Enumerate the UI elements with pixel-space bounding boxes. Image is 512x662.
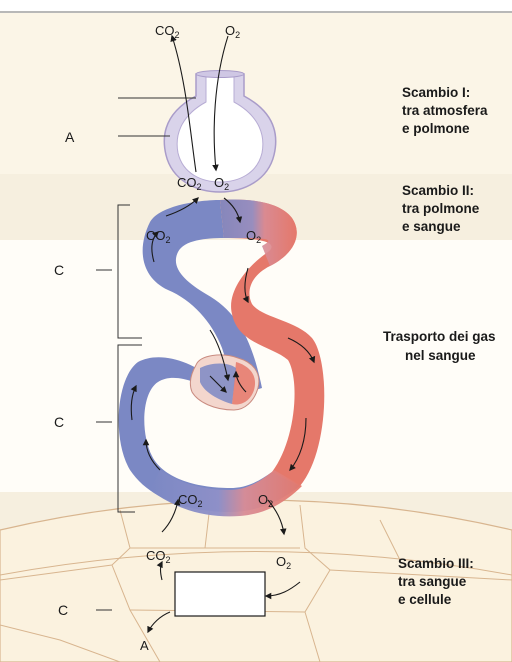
svg-text:Scambio I:: Scambio I:: [402, 85, 470, 100]
svg-text:Scambio III:: Scambio III:: [398, 556, 474, 571]
svg-text:Trasporto dei gas: Trasporto dei gas: [383, 329, 496, 344]
svg-text:tra polmone: tra polmone: [402, 201, 480, 216]
svg-text:e sangue: e sangue: [402, 219, 461, 234]
svg-text:nel sangue: nel sangue: [405, 348, 476, 363]
label-a-top: A: [65, 129, 75, 145]
top-margin: [0, 0, 512, 12]
label-a-bottom: A: [140, 638, 149, 653]
svg-text:tra atmosfera: tra atmosfera: [402, 103, 488, 118]
cell-box: [175, 572, 265, 616]
label-c-bottom: C: [58, 602, 68, 618]
label-c-upper: C: [54, 262, 64, 278]
svg-text:e polmone: e polmone: [402, 121, 470, 136]
label-c-lower: C: [54, 414, 64, 430]
svg-text:e cellule: e cellule: [398, 592, 452, 607]
svg-text:tra sangue: tra sangue: [398, 574, 467, 589]
svg-text:Scambio II:: Scambio II:: [402, 183, 474, 198]
